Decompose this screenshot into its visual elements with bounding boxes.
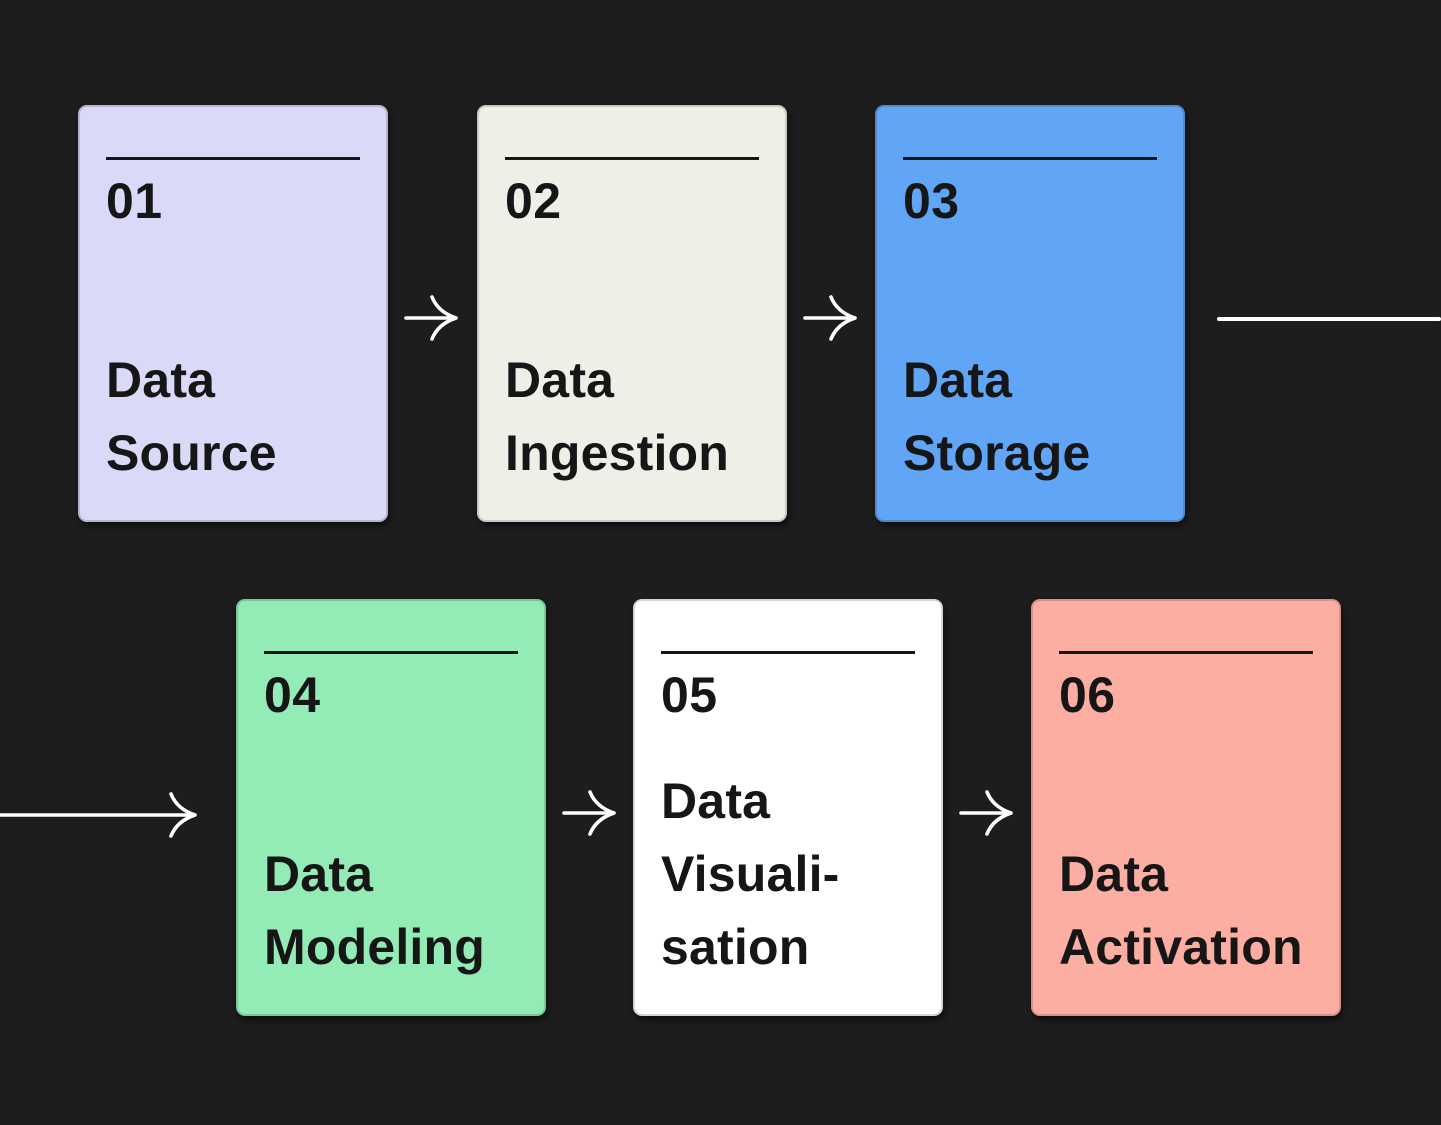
step-card-data-modeling: 04 Data Modeling bbox=[236, 599, 546, 1016]
step-number: 02 bbox=[505, 173, 562, 229]
step-number: 06 bbox=[1059, 667, 1116, 723]
step-card-data-storage: 03 Data Storage bbox=[875, 105, 1185, 522]
step-card-data-activation: 06 Data Activation bbox=[1031, 599, 1341, 1016]
step-label: Data Modeling bbox=[264, 846, 486, 975]
card-divider bbox=[661, 651, 915, 654]
card-divider bbox=[505, 157, 759, 160]
arrow-right-icon bbox=[0, 791, 198, 839]
step-number: 01 bbox=[106, 173, 163, 229]
card-divider bbox=[106, 157, 360, 160]
step-label: Data Storage bbox=[903, 352, 1091, 481]
step-card-data-ingestion: 02 Data Ingestion bbox=[477, 105, 787, 522]
step-label: Data Ingestion bbox=[505, 352, 730, 481]
step-card-data-visualisation: 05 Data Visuali- sation bbox=[633, 599, 943, 1016]
arrow-right-icon bbox=[959, 789, 1014, 837]
step-label: Data Source bbox=[106, 352, 277, 481]
step-number: 04 bbox=[264, 667, 321, 723]
step-label: Data Visuali- sation bbox=[661, 773, 840, 975]
arrow-right-icon bbox=[803, 294, 858, 342]
step-label: Data Activation bbox=[1059, 846, 1303, 975]
card-divider bbox=[1059, 651, 1313, 654]
arrow-right-icon bbox=[404, 294, 459, 342]
step-number: 03 bbox=[903, 173, 960, 229]
card-divider bbox=[264, 651, 518, 654]
card-divider bbox=[903, 157, 1157, 160]
arrow-right-icon bbox=[562, 789, 617, 837]
step-card-data-source: 01 Data Source bbox=[78, 105, 388, 522]
step-number: 05 bbox=[661, 667, 718, 723]
flow-line-exit-right bbox=[1217, 317, 1441, 321]
